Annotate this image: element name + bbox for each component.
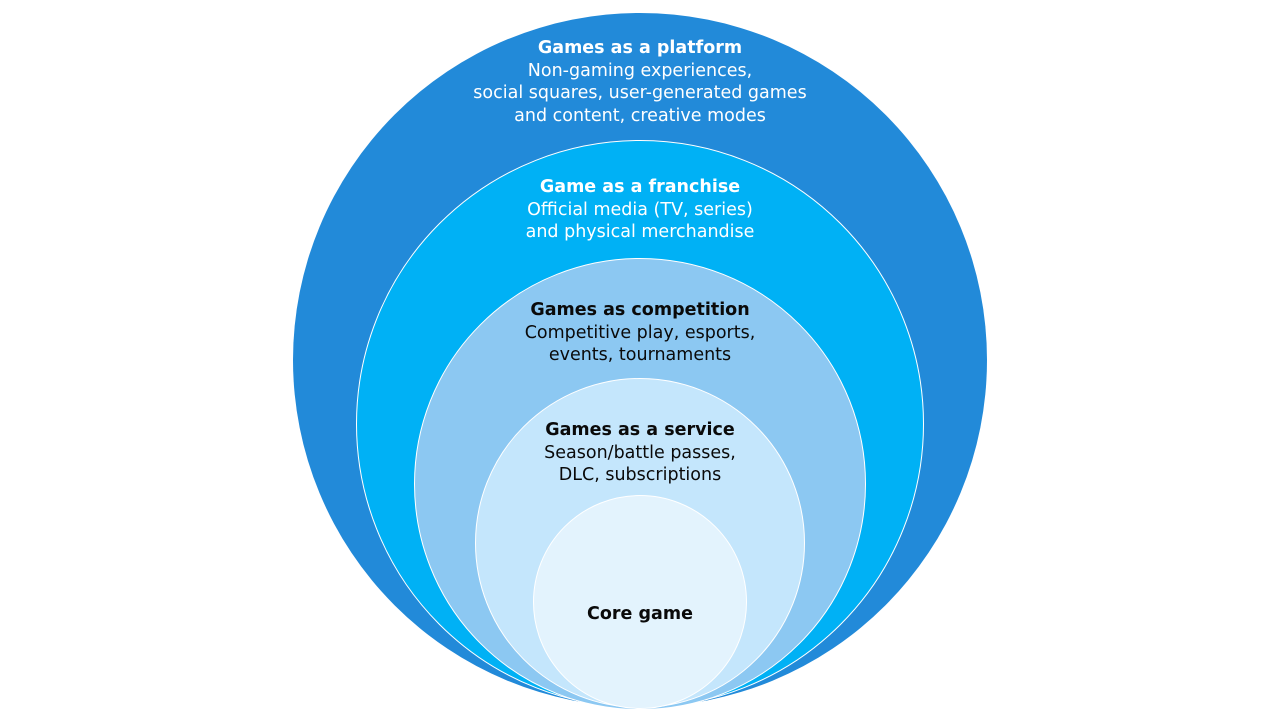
service-title: Games as a service	[545, 420, 735, 440]
label-games-as-competition: Games as competition Competitive play, e…	[340, 299, 940, 367]
ring-core-game	[533, 495, 747, 709]
label-core-game: Core game	[340, 603, 940, 626]
label-games-as-service: Games as a service Season/battle passes,…	[340, 419, 940, 487]
competition-description: Competitive play, esports, events, tourn…	[524, 322, 756, 366]
service-description: Season/battle passes, DLC, subscriptions	[544, 442, 736, 486]
franchise-title: Game as a franchise	[539, 177, 741, 197]
label-games-as-platform: Games as a platform Non-gaming experienc…	[340, 37, 940, 127]
label-game-as-franchise: Game as a franchise Official media (TV, …	[340, 176, 940, 244]
platform-description: Non-gaming experiences, social squares, …	[473, 60, 807, 126]
competition-title: Games as competition	[530, 300, 750, 320]
core-title: Core game	[587, 604, 693, 624]
platform-title: Games as a platform	[537, 38, 743, 58]
franchise-description: Official media (TV, series) and physical…	[525, 199, 755, 243]
